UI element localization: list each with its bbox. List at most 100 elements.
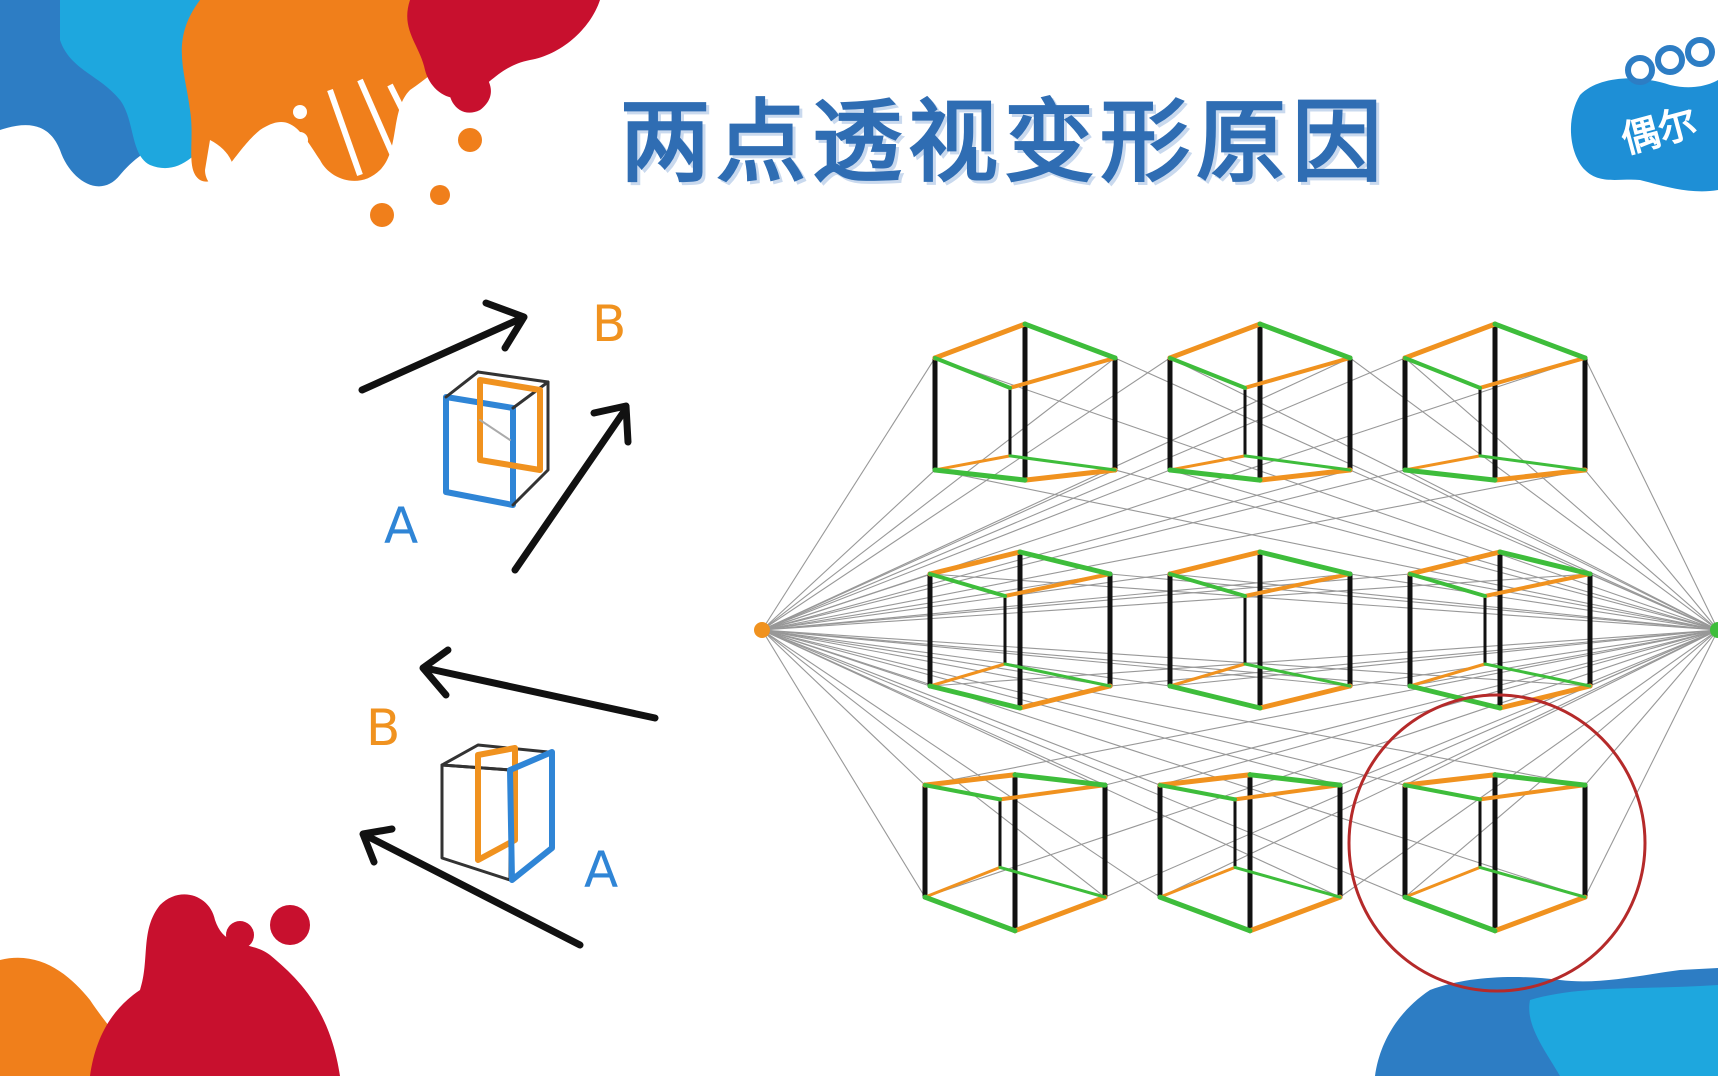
perspective-cube — [922, 772, 1108, 934]
guide-line — [761, 629, 1171, 687]
cube-edge-green — [1492, 321, 1588, 361]
guide-line — [1169, 469, 1718, 631]
cube-edge-orange — [1478, 783, 1587, 802]
cube-edge-orange — [1483, 572, 1592, 598]
cube-edge-green — [1478, 454, 1587, 472]
vanishing-point-right — [1710, 622, 1718, 638]
arrow-icon — [358, 299, 528, 394]
guide-line — [1409, 629, 1718, 687]
cube-edge-orange — [1158, 865, 1237, 899]
cube-edge-orange — [1497, 683, 1593, 711]
cube-edge-green — [928, 572, 1007, 598]
perspective-cube — [1167, 321, 1353, 483]
guide-line — [761, 469, 1351, 631]
cube-edge-orange — [1408, 662, 1487, 688]
guide-line — [1584, 629, 1718, 786]
guide-line — [1114, 357, 1718, 631]
guide-line — [761, 629, 1351, 687]
guide-line — [1114, 469, 1718, 631]
cube-edge-green — [933, 355, 1012, 390]
cube-icon — [443, 370, 550, 508]
perspective-cube — [1402, 772, 1588, 934]
page-title: 两点透视变形原因 — [620, 90, 1388, 195]
cube-edge-green — [1403, 355, 1482, 390]
cube-edge-orange — [1403, 865, 1482, 899]
guide-line — [761, 469, 1171, 631]
cube-edge-green — [1017, 549, 1113, 577]
guide-line — [761, 357, 1116, 631]
perspective-cube — [1157, 772, 1343, 934]
guide-line — [761, 357, 1171, 631]
guide-line — [1109, 573, 1718, 631]
cube-edge-green — [932, 467, 1028, 483]
cube-edge-orange — [922, 772, 1018, 788]
guide-line — [761, 469, 936, 631]
cube-edge-orange — [1407, 549, 1503, 577]
perspective-cube — [1402, 321, 1588, 483]
vanishing-guide-lines — [761, 357, 1718, 898]
cube-edge-green — [1402, 467, 1498, 483]
cube-edge-orange — [1243, 572, 1352, 598]
guide-line — [1349, 357, 1718, 631]
cube-edge-green — [998, 865, 1107, 899]
cube-edge-green — [927, 683, 1023, 711]
guide-line — [1404, 357, 1718, 631]
cube-edge-orange — [1478, 355, 1587, 390]
cube-edge-green — [1167, 683, 1263, 711]
cube-edge-green — [1257, 549, 1353, 577]
guide-line — [761, 573, 931, 631]
guide-line — [1584, 357, 1718, 631]
cube-edge-orange — [1017, 683, 1113, 711]
guide-line — [761, 629, 1341, 898]
guide-line — [1589, 573, 1718, 631]
cube-edge-orange — [1257, 683, 1353, 711]
cube-icon — [440, 743, 555, 883]
cube-edge-orange — [1492, 894, 1588, 934]
cube-edge-green — [1257, 321, 1353, 361]
cube-edge-orange — [1168, 454, 1247, 472]
guide-line — [761, 629, 1111, 687]
guide-line — [761, 357, 936, 631]
guide-line — [1404, 629, 1718, 786]
guide-line — [761, 629, 1106, 898]
cube-edge-orange — [1492, 467, 1588, 483]
cube-edge-green — [1008, 454, 1117, 472]
cube-edge-orange — [1403, 454, 1482, 472]
cube-edge-orange — [1167, 549, 1263, 577]
cube-edge-orange — [1003, 572, 1112, 598]
arrow-icon — [511, 402, 632, 574]
guide-line — [929, 629, 1718, 687]
cube-edge-green — [1003, 662, 1112, 688]
guide-line — [761, 629, 1586, 898]
cube-edge-green — [1497, 549, 1593, 577]
guide-line — [761, 629, 1406, 898]
cube-edge-orange — [1168, 662, 1247, 688]
cube-edge-green — [1403, 783, 1482, 802]
perspective-cube — [1167, 549, 1353, 711]
logo-icon — [1570, 37, 1718, 192]
guide-line — [761, 573, 1111, 631]
cube-edge-green — [1408, 572, 1487, 598]
cube-edge-green — [1243, 454, 1352, 472]
guide-line — [1584, 469, 1718, 631]
guide-line — [1104, 629, 1718, 898]
guide-line — [761, 629, 1406, 786]
cube-edge-orange — [1402, 321, 1498, 361]
highlight-circle — [1347, 693, 1647, 993]
guide-line — [1584, 629, 1718, 898]
cubes — [922, 321, 1593, 934]
guide-line — [761, 629, 1161, 898]
cube-edge-green — [1478, 865, 1587, 899]
cube-edge-orange — [998, 783, 1107, 802]
cube-edge-green — [923, 783, 1002, 802]
perspective-cube — [932, 321, 1118, 483]
guide-line — [761, 469, 1406, 631]
guide-line — [1404, 469, 1718, 631]
guide-line — [761, 629, 1341, 786]
cube-edge-orange — [1022, 467, 1118, 483]
label-b-bottom: B — [366, 699, 401, 757]
cube-edge-orange — [932, 321, 1028, 361]
guide-line — [761, 573, 1591, 631]
